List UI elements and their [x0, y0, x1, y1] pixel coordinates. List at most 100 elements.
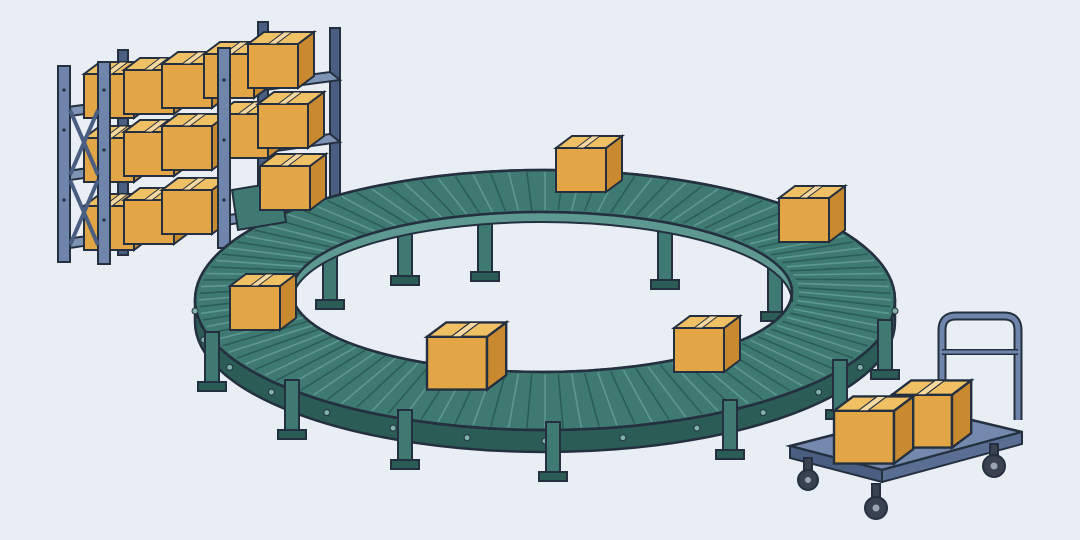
conveyor-roller: [356, 360, 408, 408]
conveyor-roller: [790, 312, 880, 334]
conveyor-roller: [403, 182, 443, 218]
hand-truck-icon: [785, 311, 1023, 520]
conveyor-roller: [733, 346, 803, 387]
conveyor-roller: [508, 373, 520, 428]
conveyor-roller: [371, 188, 419, 222]
conveyor-roller: [682, 192, 734, 224]
conveyor-roller: [750, 339, 826, 376]
conveyor-roller: [437, 177, 468, 215]
conveyor-roller: [793, 272, 884, 276]
conveyor-roller: [287, 213, 357, 238]
conveyor-rivet: [463, 434, 471, 442]
conveyor-roller: [221, 253, 308, 264]
conveyor-roller: [420, 179, 455, 216]
box-icon: [555, 135, 623, 193]
conveyor-rivet: [619, 434, 627, 442]
conveyor-roller: [326, 355, 386, 401]
conveyor-roller: [557, 373, 564, 428]
conveyor-roller: [472, 174, 493, 213]
box-icon: [673, 315, 741, 373]
box-icon: [259, 153, 327, 211]
conveyor-roller: [610, 175, 636, 214]
conveyor-roller: [387, 185, 431, 220]
conveyor-roller: [597, 371, 618, 426]
conveyor-roller: [704, 199, 764, 230]
conveyor-roller: [659, 364, 703, 415]
conveyor-roller: [647, 366, 687, 418]
conveyor-roller: [776, 324, 862, 353]
conveyor-rivet: [693, 424, 701, 432]
conveyor-roller: [790, 266, 880, 272]
conveyor-rivet: [191, 307, 199, 315]
conveyor-roller: [236, 328, 319, 359]
conveyor-roller: [356, 192, 408, 224]
conveyor-roller: [341, 357, 397, 405]
conveyor-roller: [387, 364, 431, 415]
conveyor-roller: [757, 335, 836, 371]
conveyor-roller: [671, 188, 719, 222]
conveyor-roller: [371, 362, 419, 412]
conveyor-roller: [635, 179, 670, 216]
conveyor-roller: [490, 173, 507, 212]
box-icon: [229, 273, 297, 331]
conveyor-roller: [583, 372, 600, 427]
box-icon: [778, 185, 846, 243]
conveyor-roller: [798, 286, 891, 295]
conveyor-roller: [275, 342, 348, 382]
conveyor-roller: [221, 320, 309, 347]
conveyor-roller: [313, 204, 376, 232]
conveyor-roller: [215, 259, 304, 268]
conveyor-roller: [313, 352, 376, 396]
conveyor-roller: [228, 324, 314, 353]
conveyor-roller: [797, 299, 890, 315]
conveyor-roller: [236, 241, 319, 256]
conveyor-rivet: [759, 409, 767, 417]
conveyor-roller: [647, 182, 687, 218]
conveyor-roller: [264, 339, 340, 376]
conveyor-roller: [771, 241, 854, 256]
conveyor-roller: [764, 332, 845, 365]
conveyor-roller: [245, 332, 326, 365]
conveyor-roller: [693, 195, 749, 227]
conveyor-roller: [275, 218, 348, 242]
conveyor-roller: [798, 295, 891, 308]
conveyor-rivet: [226, 363, 234, 371]
conveyor-roller: [454, 175, 480, 214]
conveyor-roller: [326, 199, 386, 230]
conveyor-roller: [714, 204, 777, 232]
conveyor-roller: [254, 229, 333, 249]
conveyor-rivet: [856, 363, 864, 371]
conveyor-roller: [742, 342, 815, 382]
conveyor-rivet: [815, 388, 823, 396]
conveyor-roller: [797, 282, 890, 288]
conveyor-roller: [210, 266, 300, 272]
conveyor-roller: [776, 247, 862, 260]
conveyor-roller: [786, 259, 875, 268]
conveyor-rivet: [891, 307, 899, 315]
conveyor-roller: [228, 247, 314, 260]
conveyor-roller: [798, 291, 892, 301]
conveyor-roller: [622, 177, 653, 215]
conveyor-roller: [526, 172, 533, 211]
conveyor-roller: [299, 349, 366, 392]
conveyor-roller: [786, 316, 875, 341]
conveyor-roller: [771, 328, 854, 359]
conveyor-loop-icon: [191, 135, 900, 482]
conveyor-roller: [781, 320, 869, 347]
conveyor-roller: [254, 335, 333, 371]
conveyor-roller: [622, 369, 653, 423]
conveyor-roller: [795, 304, 887, 321]
conveyor-roller: [264, 224, 340, 245]
conveyor-roller: [490, 372, 507, 427]
conveyor-roller: [341, 195, 397, 227]
conveyor-roller: [782, 253, 869, 264]
conveyor-roller: [793, 308, 884, 328]
conveyor-rivet: [389, 424, 397, 432]
conveyor-roller: [508, 172, 520, 211]
conveyor-roller: [659, 185, 703, 220]
conveyor-roller: [570, 373, 582, 428]
box-icon: [425, 321, 508, 391]
conveyor-roller: [245, 235, 326, 252]
